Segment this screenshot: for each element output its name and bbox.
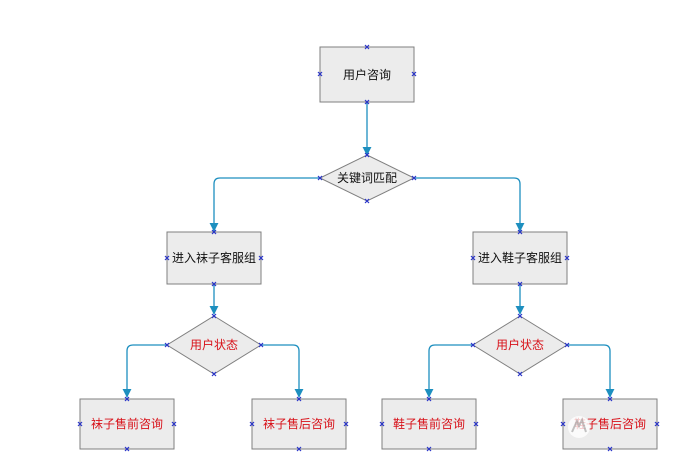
connectors xyxy=(122,102,615,398)
node-shoe-aftersale-label: 鞋子售后咨询 xyxy=(574,416,646,431)
connection-handle xyxy=(317,71,323,77)
connector-match-to-sock-group xyxy=(209,177,320,232)
connection-handle xyxy=(564,255,570,261)
connection-handle xyxy=(296,396,302,402)
node-sock-aftersale[interactable]: 袜子售后咨询 xyxy=(251,398,347,450)
connection-handle xyxy=(211,281,217,287)
node-left-status-label: 用户状态 xyxy=(190,337,238,352)
connection-handle xyxy=(364,99,370,105)
connection-handle xyxy=(607,396,613,402)
node-user-consult[interactable]: 用户咨询 xyxy=(319,46,415,103)
connector-right-status-to-aftersale xyxy=(567,344,615,398)
node-left-status[interactable]: 用户状态 xyxy=(166,315,262,375)
connector-match-to-shoe-group xyxy=(414,177,525,232)
node-right-status-label: 用户状态 xyxy=(496,337,544,352)
connection-handle xyxy=(517,313,523,319)
connection-handle xyxy=(296,446,302,452)
node-shoe-group[interactable]: 进入鞋子客服组 xyxy=(472,231,568,285)
connection-handle xyxy=(364,44,370,50)
connection-handle xyxy=(654,421,660,427)
connection-handle xyxy=(164,342,170,348)
node-sock-group-label: 进入袜子客服组 xyxy=(172,250,256,265)
connection-handle xyxy=(517,281,523,287)
connection-handle xyxy=(317,175,323,181)
connection-handle xyxy=(411,175,417,181)
connection-handle xyxy=(560,421,566,427)
node-sock-aftersale-label: 袜子售后咨询 xyxy=(263,416,335,431)
connection-handle xyxy=(124,446,130,452)
connector-left-status-to-presale xyxy=(122,344,167,398)
connection-handle xyxy=(164,255,170,261)
connection-handle xyxy=(211,229,217,235)
node-user-consult-label: 用户咨询 xyxy=(343,67,391,82)
connection-handle xyxy=(470,255,476,261)
connection-handle xyxy=(258,342,264,348)
node-shoe-presale-label: 鞋子售前咨询 xyxy=(393,416,465,431)
connection-handle xyxy=(77,421,83,427)
node-sock-presale-label: 袜子售前咨询 xyxy=(91,416,163,431)
connection-handle xyxy=(211,313,217,319)
node-keyword-match[interactable]: 关键词匹配 xyxy=(318,154,416,202)
connection-handle xyxy=(364,198,370,204)
connection-handles xyxy=(77,44,660,452)
node-sock-presale[interactable]: 袜子售前咨询 xyxy=(79,398,175,450)
connection-handle xyxy=(564,342,570,348)
connection-handle xyxy=(470,342,476,348)
connection-handle xyxy=(411,71,417,77)
connection-handle xyxy=(211,371,217,377)
watermark-logo-icon xyxy=(568,416,590,438)
connection-handle xyxy=(379,421,385,427)
connection-handle xyxy=(426,396,432,402)
connection-handle xyxy=(473,421,479,427)
node-keyword-match-label: 关键词匹配 xyxy=(337,171,397,185)
connection-handle xyxy=(517,371,523,377)
connector-right-status-to-presale xyxy=(424,344,473,398)
connection-handle xyxy=(426,446,432,452)
connector-left-status-to-aftersale xyxy=(261,344,304,398)
node-shoe-presale[interactable]: 鞋子售前咨询 xyxy=(381,398,477,450)
connection-handle xyxy=(364,152,370,158)
connection-handle xyxy=(249,421,255,427)
node-sock-group[interactable]: 进入袜子客服组 xyxy=(166,231,262,285)
connection-handle xyxy=(517,229,523,235)
node-right-status[interactable]: 用户状态 xyxy=(472,315,568,375)
connection-handle xyxy=(171,421,177,427)
connection-handle xyxy=(343,421,349,427)
connection-handle xyxy=(124,396,130,402)
node-shoe-group-label: 进入鞋子客服组 xyxy=(478,250,562,265)
connection-handle xyxy=(607,446,613,452)
connection-handle xyxy=(258,255,264,261)
